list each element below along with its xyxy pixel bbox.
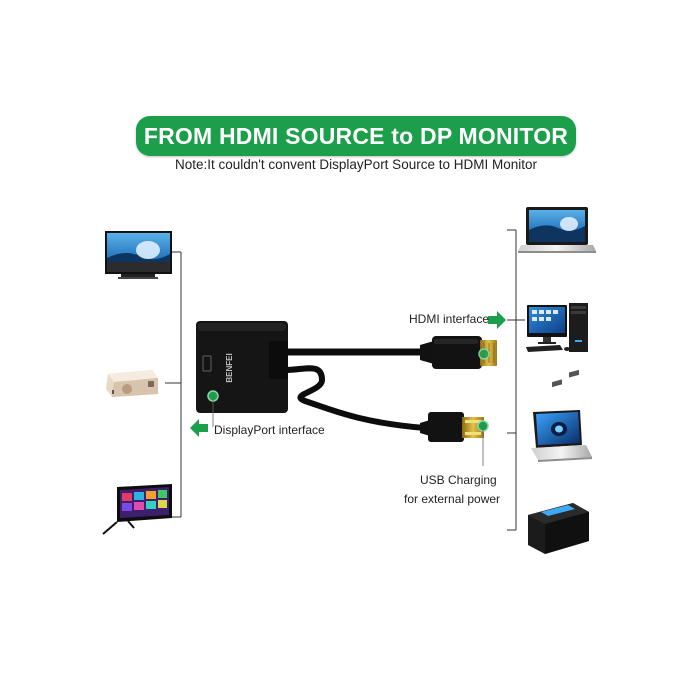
arrow-right-icon [488, 311, 506, 329]
usb-plug [420, 412, 484, 442]
laptop-icon [518, 207, 596, 253]
hdmi-plug [420, 336, 497, 369]
note-text: Note:It couldn't convent DisplayPort Sou… [175, 157, 537, 172]
title-banner: FROM HDMI SOURCE to DP MONITOR [136, 116, 576, 156]
smart-tv-icon [102, 484, 172, 535]
projector-icon [106, 370, 158, 397]
hdmi-interface-label: HDMI interface [409, 312, 490, 326]
cables [281, 348, 428, 431]
port-markers [207, 348, 490, 466]
adapter-box: BENFEI [196, 321, 288, 413]
tv-icon [105, 231, 172, 279]
hdmi-splitter-icon [528, 369, 589, 554]
title-text: FROM HDMI SOURCE to DP MONITOR [143, 122, 569, 149]
displayport-interface-label: DisplayPort interface [214, 423, 325, 437]
desktop-computer-icon [526, 303, 588, 352]
external-power-label: for external power [404, 492, 501, 506]
usb-charging-label: USB Charging [420, 473, 497, 487]
arrow-left-icon [190, 419, 208, 437]
adapter-brand: BENFEI [225, 353, 234, 382]
laptop-icon [531, 410, 592, 462]
right-bracket [507, 229, 525, 531]
left-bracket [165, 251, 182, 518]
